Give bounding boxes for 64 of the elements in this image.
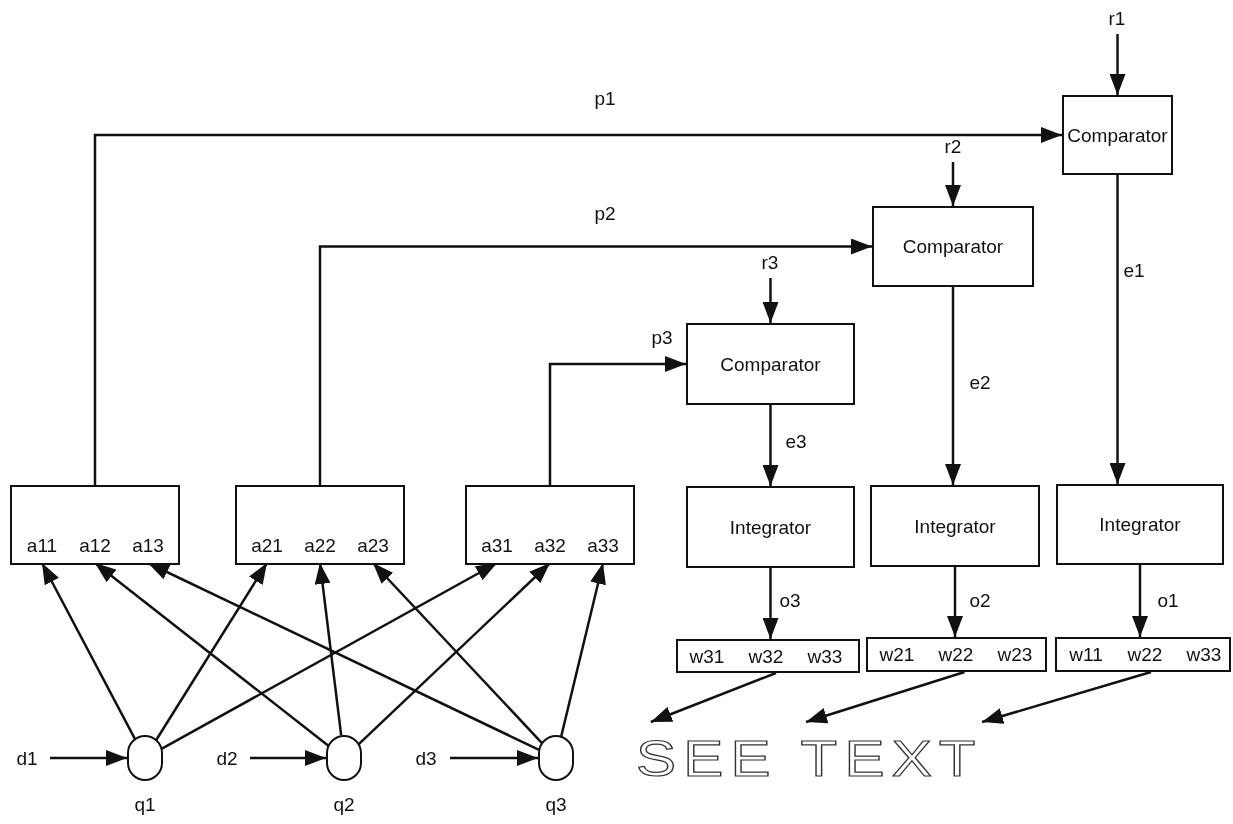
arrow [250,750,326,766]
parameter-box [10,485,180,565]
weight-box [1055,637,1231,672]
box-title: Integrator [914,516,996,536]
outlined-text: SEE TEXT [637,722,982,784]
parameter-label: a31 [473,527,521,563]
box-title: Comparator [902,237,1004,256]
parameter-box [465,485,635,565]
signal-label: r3 [757,246,783,278]
weight-label: w33 [1176,637,1232,671]
parameter-label: a22 [296,527,344,563]
parameter-label: a12 [71,527,119,563]
integrator-box [686,486,855,568]
weight-box [676,639,860,673]
box-title: Integrator [729,517,812,537]
arrow [1109,175,1126,484]
weight-label: w33 [797,639,853,673]
disturbance-label: d1 [12,742,42,774]
arrow [945,287,961,485]
box-title: Comparator [1067,125,1168,145]
arrow [548,356,686,485]
box-title: Comparator [720,354,821,374]
parameter-label: a13 [124,527,172,563]
parameter-box [235,485,405,565]
weight-label: w11 [1058,637,1114,671]
arrow [945,162,961,206]
disturbance-label: d2 [212,742,242,774]
comparator-box [686,323,855,405]
signal-label: r1 [1104,2,1130,34]
arrow [650,671,777,724]
integrator-box [1056,484,1224,565]
weight-box [866,637,1047,672]
arrow [450,750,538,766]
weight-label: w21 [869,637,925,671]
parameter-label: a11 [18,527,66,563]
node-label: q2 [332,795,356,814]
weight-label: w22 [1117,637,1173,671]
weight-label: w31 [679,639,735,673]
parameter-label: a33 [579,527,627,563]
weight-label: w22 [928,637,984,671]
signal-label: r2 [940,130,966,162]
box-title: Integrator [1099,515,1181,534]
weight-label: w23 [987,637,1043,671]
arrow [762,278,779,323]
comparator-box [872,206,1034,287]
arrow [947,567,963,637]
node-label: q3 [544,795,568,814]
arrow [1132,565,1148,637]
arrow [93,127,1062,485]
comparator-box [1062,95,1173,175]
parameter-label: a23 [349,527,397,563]
parameter-label: a32 [526,527,574,563]
disturbance-label: d3 [410,742,442,774]
arrow [981,670,1152,724]
arrow [762,405,779,486]
arrow [805,670,965,724]
arrow [762,568,779,639]
arrow [318,238,872,485]
arrow [1109,34,1126,95]
node-label: q1 [133,795,157,814]
weight-label: w32 [738,639,794,673]
arrow [50,750,127,766]
integrator-box [870,485,1040,567]
parameter-label: a21 [243,527,291,563]
